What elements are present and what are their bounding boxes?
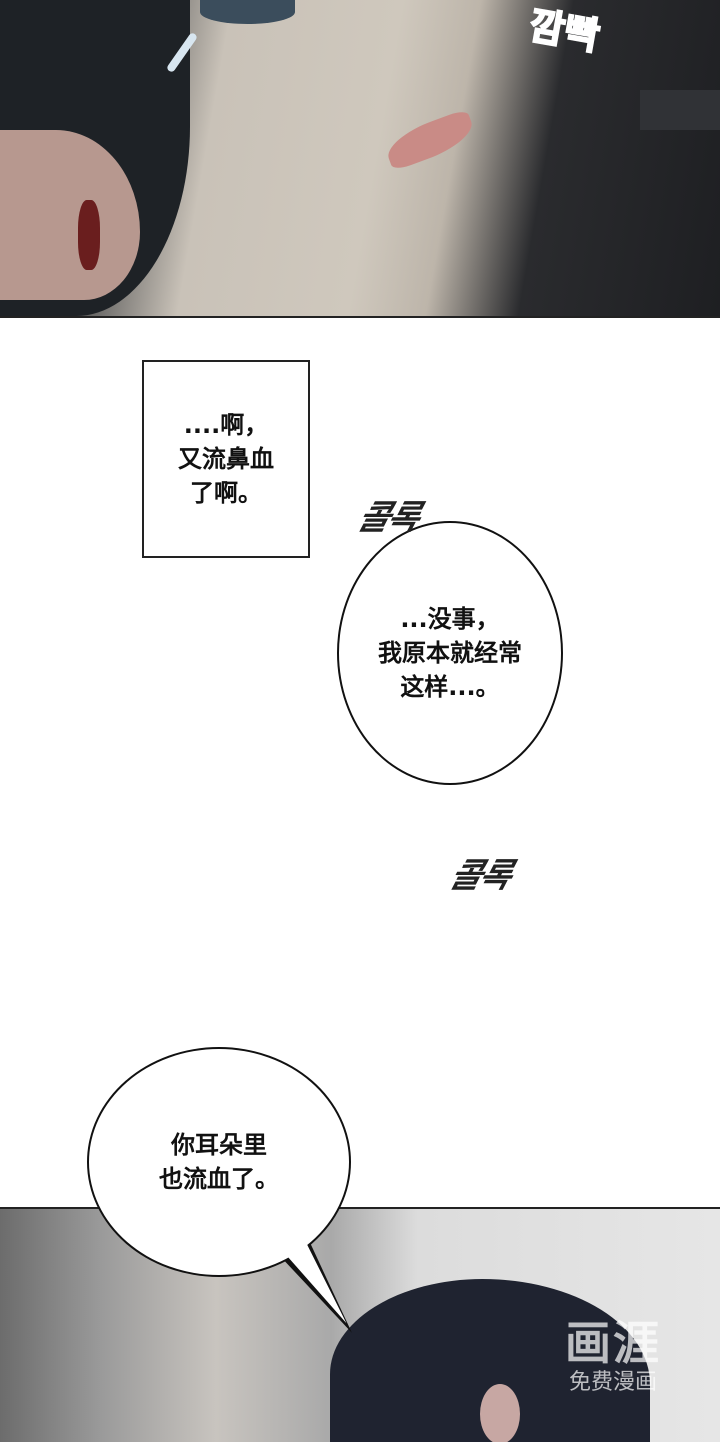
caption-line: 又流鼻血 (178, 445, 274, 473)
comic-panel-bottom (0, 1207, 720, 1442)
speech-bubble: 你耳朵里 也流血了。 (87, 1047, 351, 1277)
watermark-subtitle: 免费漫画 (568, 1370, 657, 1395)
sfx-cough: 콜록 (353, 498, 423, 538)
bubble-line: ...没事， (400, 605, 500, 633)
caption-line: ....啊， (183, 411, 269, 439)
ear (480, 1384, 520, 1442)
caption-line: 了啊。 (190, 479, 262, 507)
speech-bubble: ...没事， 我原本就经常 这样...。 (337, 521, 563, 785)
sfx-blink: 깜빡 (525, 2, 604, 59)
jacket-collar (640, 90, 720, 130)
bubble-line: 也流血了。 (159, 1165, 279, 1193)
watermark-logo: 画涯 (565, 1316, 661, 1370)
bubble-line: 我原本就经常 (378, 639, 522, 667)
narration-box: ....啊， 又流鼻血 了啊。 (142, 360, 310, 558)
comic-panel-top: 깜빡 (0, 0, 720, 318)
blood-trail (78, 200, 100, 270)
sfx-cough: 콜록 (445, 856, 515, 896)
watermark: 画涯 免费漫画 (565, 1318, 661, 1398)
bubble-line: 这样...。 (400, 673, 500, 701)
eye (200, 0, 295, 24)
bubble-line: 你耳朵里 (171, 1131, 267, 1159)
mouth (381, 108, 479, 172)
